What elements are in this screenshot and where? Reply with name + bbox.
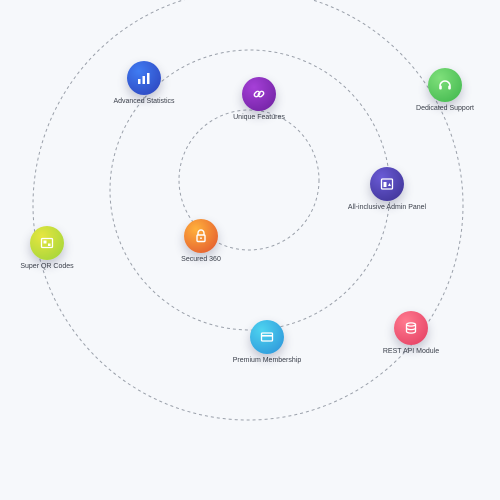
feature-label: Unique Features — [233, 114, 285, 121]
feature-label: Secured 360 — [181, 256, 221, 263]
dedicated-support-badge[interactable] — [428, 68, 462, 102]
link-icon — [253, 90, 265, 98]
inner-orbit — [178, 109, 320, 251]
unique-features-badge[interactable] — [242, 77, 276, 111]
feature-label: Dedicated Support — [416, 105, 474, 112]
outer-orbit — [32, 0, 464, 421]
lock-icon — [196, 229, 206, 243]
qr-code-icon — [40, 237, 54, 249]
feature-label: Premium Membership — [232, 357, 302, 364]
advanced-statistics-badge[interactable] — [127, 61, 161, 95]
headset-icon — [439, 80, 451, 90]
card-icon — [260, 332, 274, 342]
feature-label: Super QR Codes — [20, 263, 74, 270]
secured-360-badge[interactable] — [184, 219, 218, 253]
super-qr-codes-badge[interactable] — [30, 226, 64, 260]
admin-panel-icon — [380, 178, 394, 190]
rest-api-module-badge[interactable] — [394, 311, 428, 345]
feature-label: REST API Module — [382, 348, 440, 355]
admin-panel-badge[interactable] — [370, 167, 404, 201]
database-icon — [405, 322, 417, 334]
feature-label: Advanced Statistics — [113, 98, 175, 105]
premium-membership-badge[interactable] — [250, 320, 284, 354]
bar-chart-icon — [138, 73, 150, 84]
feature-label: All-inclusive Admin Panel — [347, 204, 427, 211]
